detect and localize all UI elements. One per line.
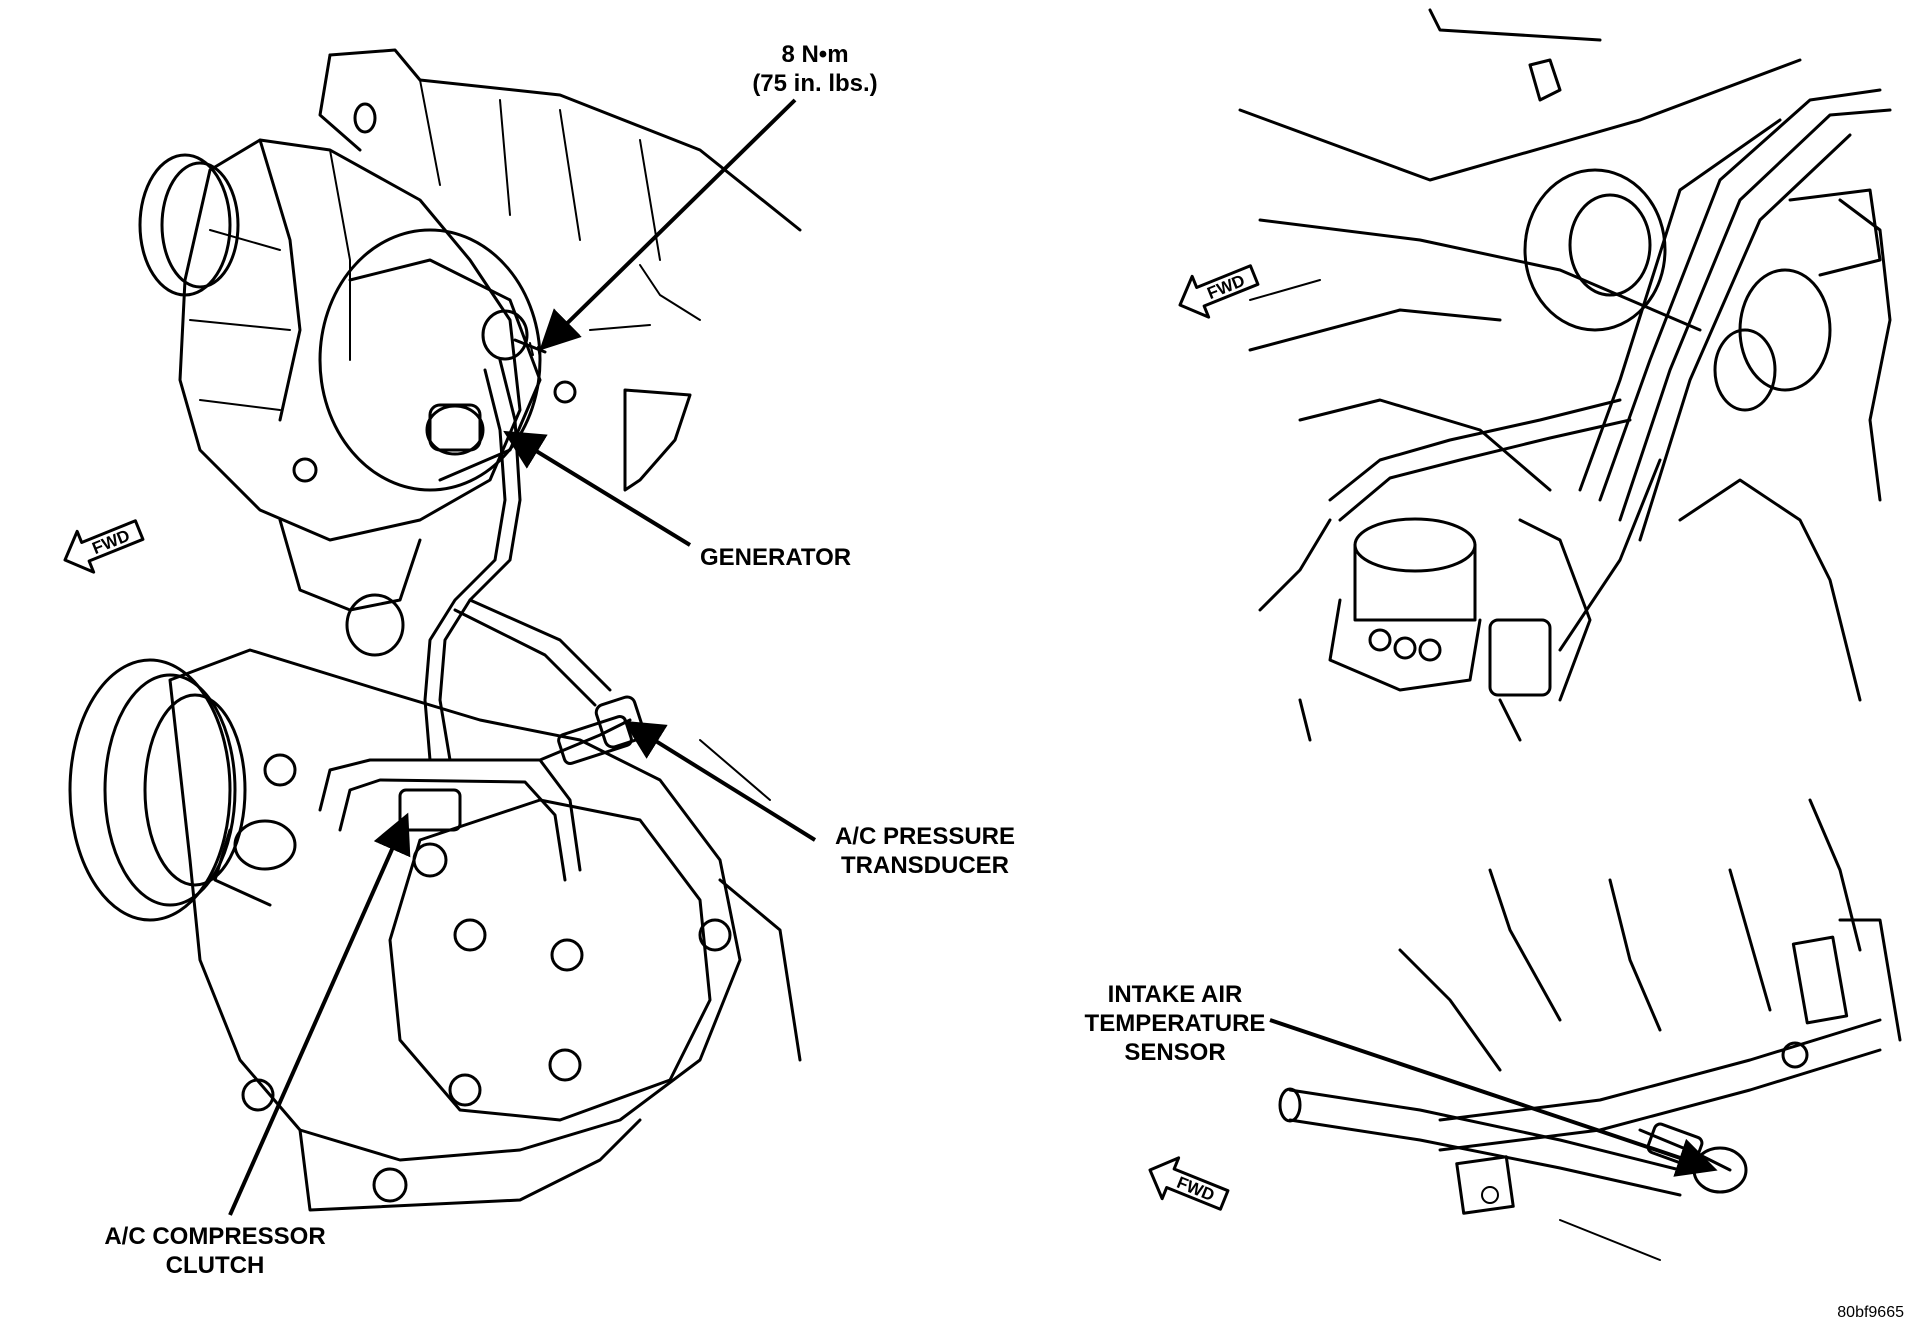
figure-id: 80bf9665 (1837, 1304, 1904, 1321)
pressure-transducer-line1: A/C PRESSURE (834, 823, 1016, 850)
fwd-arrow-icon: FWD (63, 519, 145, 574)
compressor-clutch-line2: CLUTCH (165, 1252, 265, 1279)
compressor-clutch-line1: A/C COMPRESSOR (104, 1223, 326, 1250)
pressure-transducer-leader-arrow (623, 720, 817, 842)
intake-manifold-illustration (1278, 798, 1902, 1261)
fwd-arrow-icon: FWD (1148, 1156, 1230, 1211)
generator-leader-arrow (503, 430, 692, 547)
torque-leader-arrow (539, 98, 797, 351)
pressure-transducer-line2: TRANSDUCER (841, 852, 1009, 879)
iat-sensor-line3: SENSOR (1124, 1039, 1226, 1066)
compressor-illustration (68, 648, 802, 1212)
compressor-clutch-label: A/C COMPRESSOR CLUTCH (80, 1222, 350, 1280)
torque-spec-line1: 8 N•m (781, 41, 849, 68)
generator-label: GENERATOR (700, 543, 851, 572)
pressure-transducer-label: A/C PRESSURE TRANSDUCER (815, 822, 1035, 880)
torque-spec-line2: (75 in. lbs.) (752, 70, 878, 97)
iat-sensor-leader-arrow (1269, 1018, 1718, 1177)
iat-sensor-line1: INTAKE AIR (1107, 981, 1243, 1008)
iat-sensor-line2: TEMPERATURE (1084, 1010, 1266, 1037)
iat-sensor-label: INTAKE AIR TEMPERATURE SENSOR (1070, 980, 1280, 1067)
fwd-arrow-icon: FWD (1178, 264, 1260, 319)
generator-text: GENERATOR (700, 544, 852, 571)
engine-bay-illustration (1238, 8, 1892, 742)
torque-spec-label: 8 N•m (75 in. lbs.) (720, 40, 910, 98)
clutch-leader-arrow (228, 812, 411, 1216)
generator-illustration (138, 48, 802, 657)
